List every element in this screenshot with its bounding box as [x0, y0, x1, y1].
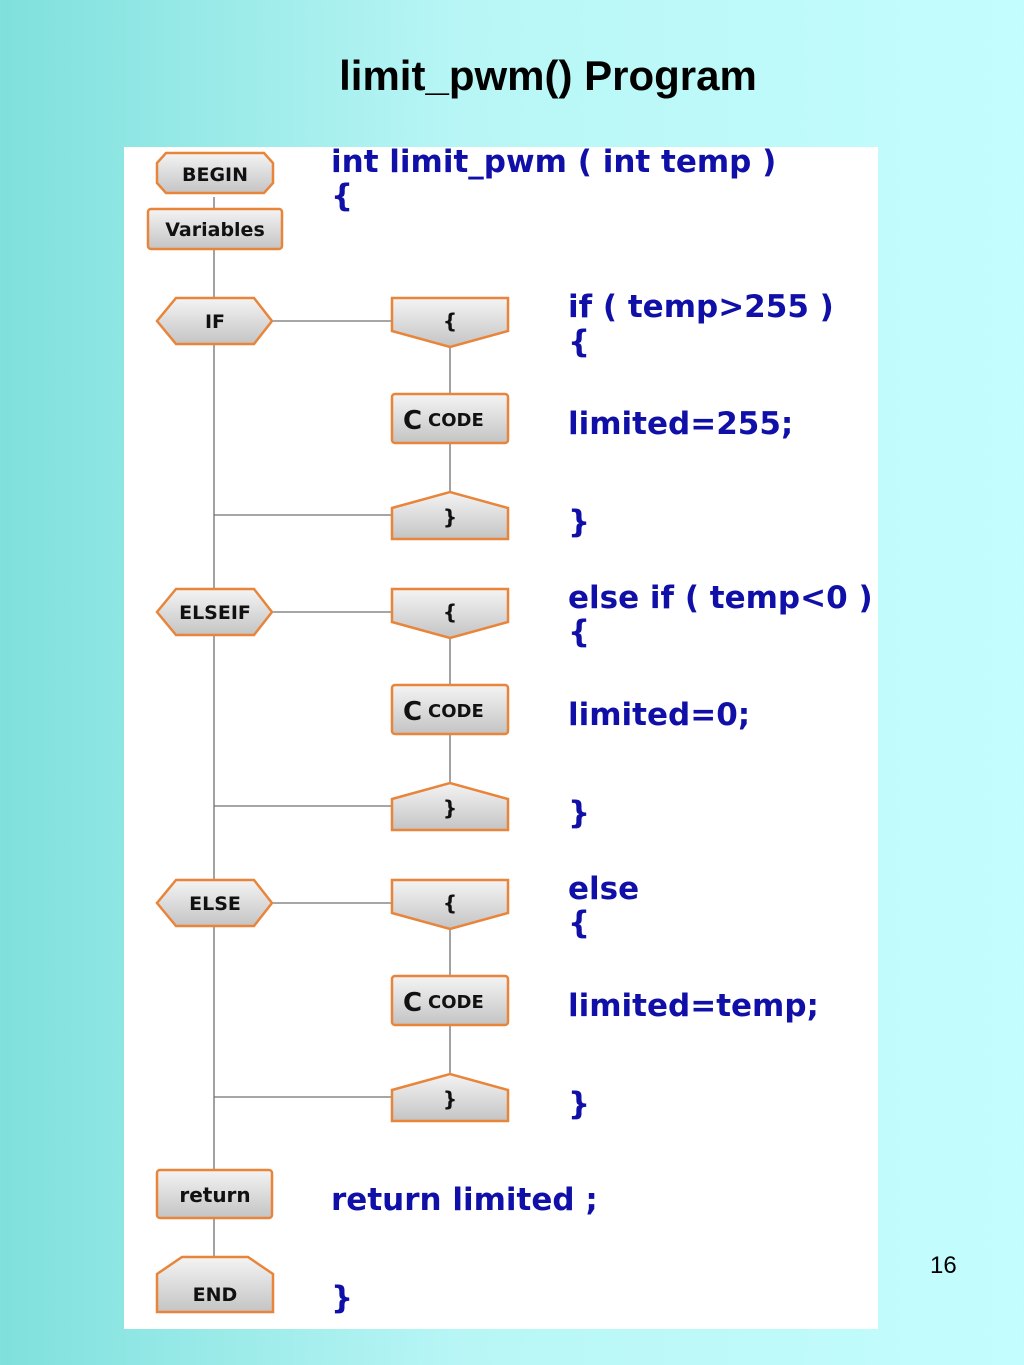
if-code-label: CODE: [428, 410, 484, 431]
begin-label: BEGIN: [182, 164, 248, 186]
else-open-brace: {: [568, 905, 591, 941]
flowchart-diagram: BEGIN Variables IF { C CODE } ELSEIF: [146, 151, 510, 1314]
else-body: limited=temp;: [568, 988, 819, 1024]
elseif-close-brace-label: }: [443, 796, 457, 820]
if-code-node: C CODE: [390, 392, 510, 445]
if-label: IF: [205, 311, 225, 333]
if-close-brace-label: }: [443, 505, 457, 529]
function-close-brace: }: [331, 1280, 354, 1316]
return-statement: return limited ;: [331, 1182, 598, 1218]
elseif-open-brace-node: {: [390, 587, 510, 640]
flowchart-panel: BEGIN Variables IF { C CODE } ELSEIF: [124, 144, 878, 1329]
elseif-code-node: C CODE: [390, 683, 510, 736]
elseif-open-brace: {: [568, 614, 591, 650]
elseif-label: ELSEIF: [179, 602, 251, 624]
else-close-brace: }: [568, 1086, 591, 1122]
else-label: ELSE: [189, 893, 241, 915]
end-node: END: [155, 1255, 275, 1314]
function-signature: int limit_pwm ( int temp ): [331, 144, 777, 180]
variables-label: Variables: [165, 219, 265, 241]
if-open-brace: {: [568, 324, 591, 360]
elseif-code-label: CODE: [428, 701, 484, 722]
else-node: ELSE: [155, 878, 274, 928]
else-open-brace-node: {: [390, 878, 510, 931]
function-open-brace: {: [331, 178, 354, 214]
if-condition: if ( temp>255 ): [568, 289, 834, 325]
else-close-brace-label: }: [443, 1087, 457, 1111]
c-icon: C: [403, 697, 422, 727]
elseif-node: ELSEIF: [155, 587, 274, 637]
elseif-open-brace-label: {: [443, 600, 457, 624]
elseif-close-brace: }: [568, 795, 591, 831]
connector-lines: [213, 197, 451, 1295]
else-code-label: CODE: [428, 992, 484, 1013]
else-keyword: else: [568, 871, 640, 907]
if-close-brace-node: }: [390, 490, 510, 541]
return-node: return: [155, 1168, 274, 1220]
end-label: END: [193, 1284, 238, 1306]
else-code-node: C CODE: [390, 974, 510, 1027]
if-node: IF: [155, 296, 274, 346]
elseif-condition: else if ( temp<0 ): [568, 580, 873, 616]
c-icon: C: [403, 406, 422, 436]
slide-title: limit_pwm() Program: [339, 52, 757, 99]
elseif-close-brace-node: }: [390, 781, 510, 832]
else-close-brace-node: }: [390, 1072, 510, 1123]
page-number: 16: [930, 1252, 957, 1279]
if-open-brace-node: {: [390, 296, 510, 349]
if-open-brace-label: {: [443, 309, 457, 333]
if-close-brace: }: [568, 504, 591, 540]
if-body: limited=255;: [568, 406, 794, 442]
c-icon: C: [403, 988, 422, 1018]
begin-node: BEGIN: [155, 151, 275, 195]
else-open-brace-label: {: [443, 891, 457, 915]
elseif-body: limited=0;: [568, 697, 751, 733]
return-label: return: [179, 1183, 250, 1207]
variables-node: Variables: [146, 207, 284, 251]
